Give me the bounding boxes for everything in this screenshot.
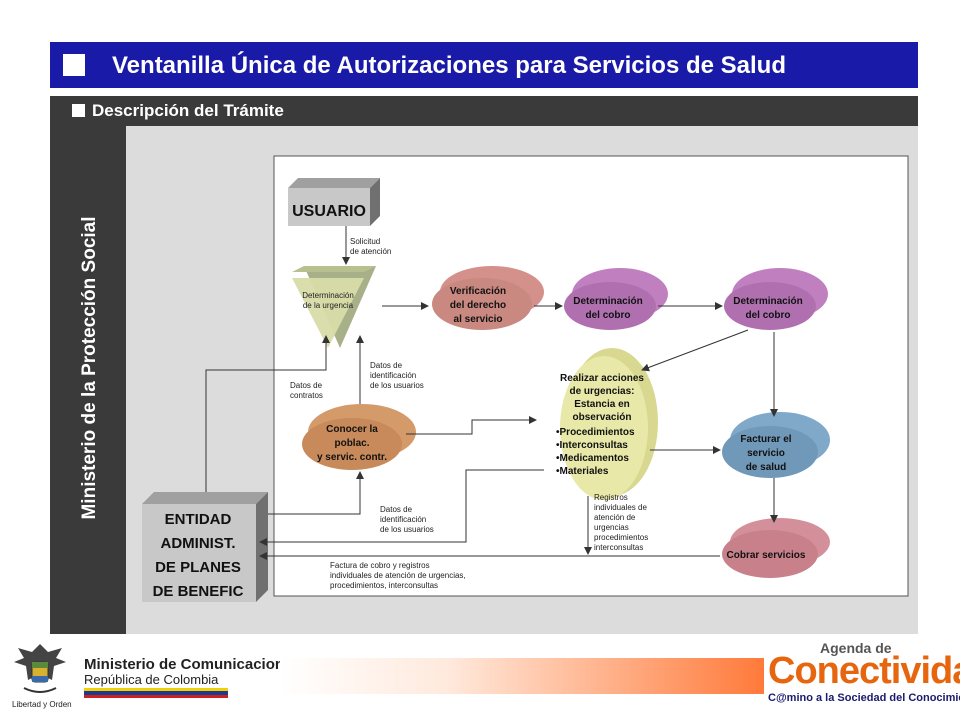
datos-id2-line-1: Datos de [380, 505, 413, 514]
ministry-sub: República de Colombia [84, 672, 219, 687]
registros-line-5: procedimientos [594, 533, 648, 542]
facturar-servicio-node: Facturar el servicio de salud [722, 412, 830, 478]
agenda-de-label: Agenda de [820, 640, 892, 656]
datos-id1-line-1: Datos de [370, 361, 403, 370]
facturar-line-2: servicio [747, 448, 785, 459]
process-diagram: USUARIO ENTIDAD ADMINIST. DE PLANES DE B… [142, 155, 909, 602]
determinacion-cobro-1-node: Determinación del cobro [564, 268, 668, 330]
determinacion-cobro-2-node: Determinación del cobro [724, 268, 828, 330]
datos-id1-line-2: identificación [370, 371, 416, 380]
triangle-line-1: Determinación [302, 291, 354, 300]
conocer-poblacion-node: Conocer la poblac. y servic. contr. [302, 404, 416, 470]
usuario-label: USUARIO [292, 203, 366, 220]
title-square-icon [63, 54, 85, 76]
acciones-line-8: •Materiales [556, 466, 609, 477]
diagram-area: USUARIO ENTIDAD ADMINIST. DE PLANES DE B… [126, 126, 918, 634]
acciones-line-3: Estancia en [574, 399, 630, 410]
facturar-line-3: de salud [746, 462, 787, 473]
cobrar-label: Cobrar servicios [727, 550, 806, 561]
acciones-line-4: observación [573, 412, 632, 423]
registros-line-3: atención de [594, 513, 636, 522]
cobro2-line-1: Determinación [733, 296, 802, 307]
factura-line-1: Factura de cobro y registros [330, 561, 430, 570]
usuario-box: USUARIO [288, 178, 380, 226]
conectividad-logo: Conectividad [768, 650, 960, 692]
footer-gradient [280, 658, 764, 694]
entidad-line-2: ADMINIST. [161, 535, 236, 552]
facturar-line-1: Facturar el [740, 434, 791, 445]
acciones-line-1: Realizar acciones [560, 373, 644, 384]
colombia-crest-icon [14, 644, 66, 693]
datos-id2-line-3: de los usuarios [380, 525, 434, 534]
footer: Libertad y Orden Ministerio de Comunicac… [0, 636, 960, 720]
solicitud-line-2: de atención [350, 247, 391, 256]
subtitle-bar: Descripción del Trámite [50, 96, 918, 126]
verificacion-line-2: del derecho [450, 300, 506, 311]
side-band [50, 126, 126, 634]
acciones-line-7: •Medicamentos [556, 453, 629, 464]
verificacion-line-3: al servicio [454, 314, 503, 325]
verificacion-node: Verificación del derecho al servicio [432, 266, 544, 330]
acciones-line-2: de urgencias: [569, 386, 634, 397]
entidad-box: ENTIDAD ADMINIST. DE PLANES DE BENEFIC [142, 492, 268, 602]
datos-id1-line-3: de los usuarios [370, 381, 424, 390]
conocer-line-3: y servic. contr. [317, 452, 387, 463]
datos-contratos-line-2: contratos [290, 391, 323, 400]
registros-line-6: interconsultas [594, 543, 643, 552]
connector-labels: Solicitud de atención Datos de contratos… [290, 237, 648, 590]
crest-caption: Libertad y Orden [12, 700, 72, 709]
ministry-name: Ministerio de Comunicaciones [84, 656, 301, 673]
entidad-line-1: ENTIDAD [165, 511, 232, 528]
page-subtitle: Descripción del Trámite [92, 101, 284, 120]
entidad-line-4: DE BENEFIC [153, 583, 244, 600]
title-bar: Ventanilla Única de Autorizaciones para … [50, 42, 918, 88]
realizar-acciones-node: Realizar acciones de urgencias: Estancia… [556, 348, 658, 500]
conectividad-tagline: C@mino a la Sociedad del Conocimiento [768, 692, 960, 704]
colombia-flag-icon [84, 688, 228, 698]
connectors [205, 226, 778, 560]
conocer-line-2: poblac. [334, 438, 369, 449]
entidad-line-3: DE PLANES [155, 559, 241, 576]
conocer-line-1: Conocer la [326, 424, 378, 435]
verificacion-line-1: Verificación [450, 286, 506, 297]
cobro2-line-2: del cobro [745, 310, 790, 321]
registros-line-1: Registros [594, 493, 628, 502]
registros-line-4: urgencias [594, 523, 629, 532]
side-label: Ministerio de la Protección Social [79, 216, 100, 520]
cobrar-servicios-node: Cobrar servicios [722, 518, 830, 578]
triangle-line-2: de la urgencia [303, 301, 354, 310]
acciones-line-6: •Interconsultas [556, 440, 628, 451]
cobro1-line-1: Determinación [573, 296, 642, 307]
acciones-line-5: •Procedimientos [556, 427, 635, 438]
registros-line-2: individuales de [594, 503, 647, 512]
datos-contratos-line-1: Datos de [290, 381, 323, 390]
cobro1-line-2: del cobro [585, 310, 630, 321]
datos-id2-line-2: identificación [380, 515, 426, 524]
page-title: Ventanilla Única de Autorizaciones para … [112, 52, 787, 79]
determinacion-urgencia-node: Determinación de la urgencia [292, 266, 376, 348]
solicitud-line-1: Solicitud [350, 237, 380, 246]
factura-line-3: procedimientos, interconsultas [330, 581, 438, 590]
subtitle-square-icon [72, 104, 85, 117]
factura-line-2: individuales de atención de urgencias, [330, 571, 466, 580]
